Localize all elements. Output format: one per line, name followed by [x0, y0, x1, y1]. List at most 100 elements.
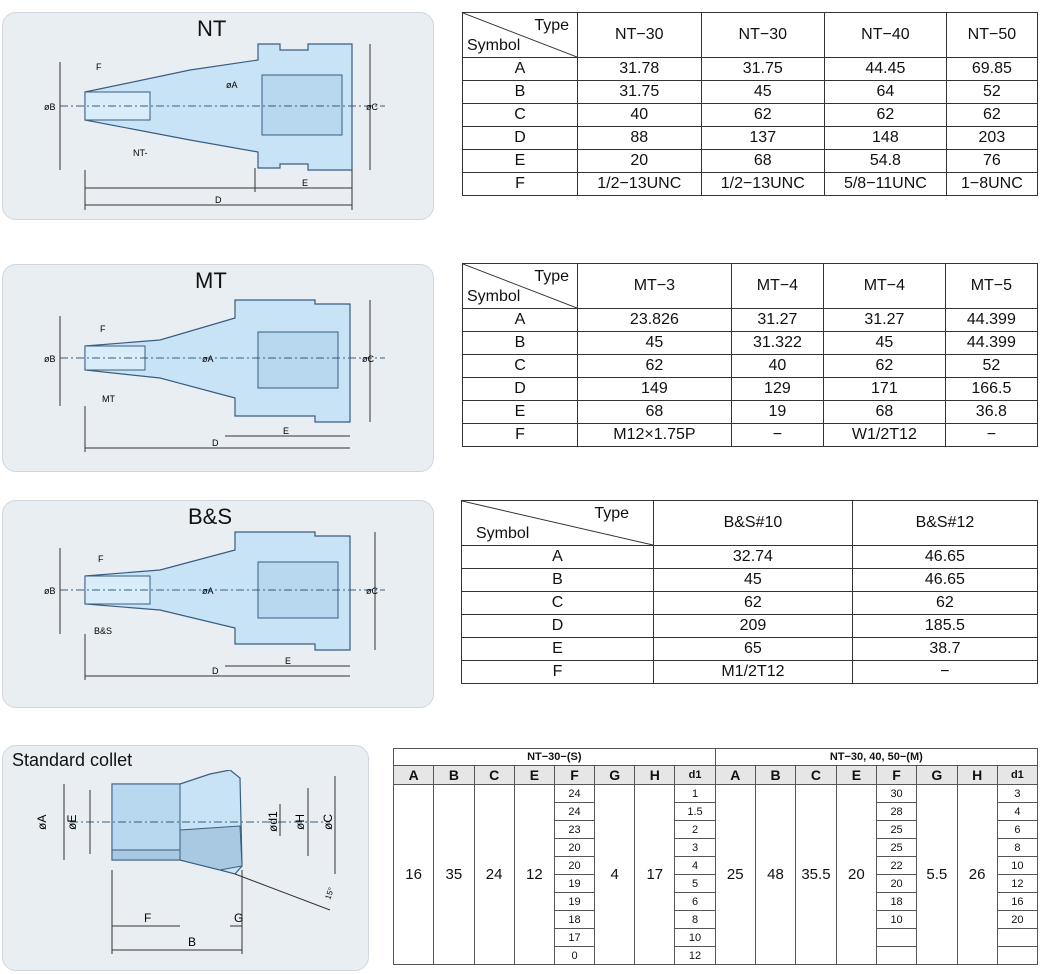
nt-type-label: Type — [534, 17, 569, 34]
row-symbol: E — [462, 149, 578, 173]
collet-m-f: 25 — [876, 838, 918, 857]
collet-m-f: 28 — [876, 802, 918, 821]
collet-s-f: 24 — [553, 784, 596, 803]
collet-m-d1: 20 — [996, 910, 1039, 929]
collet-s-d1: 4 — [674, 856, 716, 875]
bs-label-d: D — [212, 666, 219, 676]
cell: 45 — [700, 80, 825, 104]
collet-m-h: 26 — [956, 784, 998, 965]
collet-title: Standard collet — [12, 750, 133, 770]
nt-col-header: NT−40 — [824, 12, 947, 58]
mt-col-header: MT−4 — [823, 263, 946, 309]
cell: − — [730, 423, 825, 447]
row-symbol: B — [461, 568, 654, 592]
collet-m-a: 25 — [714, 784, 756, 965]
cell: 44.45 — [824, 57, 947, 81]
collet-s-f: 17 — [553, 928, 596, 947]
collet-label-g: G — [234, 911, 243, 925]
collet-s-d1: 5 — [674, 874, 716, 893]
collet-col-header: G — [916, 765, 958, 785]
mt-title: MT — [195, 268, 227, 293]
bs-table-corner: Type Symbol — [461, 500, 654, 546]
collet-s-d1: 2 — [674, 820, 716, 839]
collet-col-header: B — [754, 765, 797, 785]
cell: 40 — [730, 354, 825, 378]
collet-s-d1: 8 — [674, 910, 716, 929]
nt-label-b: øB — [44, 102, 56, 112]
cell: M12×1.75P — [577, 423, 732, 447]
mt-label-c: øC — [362, 354, 374, 364]
collet-label-f: F — [144, 911, 151, 925]
cell: 40 — [577, 103, 702, 127]
cell: 31.75 — [700, 57, 825, 81]
cell: 45 — [653, 568, 853, 592]
collet-label-h: øH — [293, 814, 307, 830]
mt-corner-diagonal — [463, 264, 577, 308]
cell: 62 — [824, 103, 947, 127]
cell: 166.5 — [944, 377, 1039, 401]
row-symbol: B — [462, 331, 578, 355]
nt-label-d: D — [215, 195, 222, 205]
row-symbol: F — [462, 423, 578, 447]
bs-label-f: F — [98, 554, 104, 564]
collet-m-d1: 12 — [996, 874, 1039, 893]
cell: − — [851, 660, 1039, 684]
cell: 65 — [653, 637, 853, 661]
bs-label-c: øC — [366, 586, 378, 596]
bs-label-a: øA — [202, 586, 214, 596]
nt-title: NT — [197, 16, 227, 41]
collet-col-header: H — [956, 765, 998, 785]
cell: W1/2T12 — [823, 423, 946, 447]
nt-label-a: øA — [226, 80, 238, 90]
cell: 68 — [700, 149, 825, 173]
mt-label-a: øA — [202, 354, 214, 364]
cell: 31.78 — [577, 57, 702, 81]
row-symbol: D — [462, 377, 578, 401]
bs-title: B&S — [188, 504, 233, 529]
collet-m-f: 10 — [876, 910, 918, 929]
cell: 69.85 — [945, 57, 1039, 81]
cell: 209 — [653, 614, 853, 638]
row-symbol: C — [461, 591, 654, 615]
collet-col-header: E — [513, 765, 556, 785]
collet-s-d1: 1 — [674, 784, 716, 803]
mt-symbol-label: Symbol — [467, 288, 521, 305]
cell: 31.322 — [730, 331, 825, 355]
nt-col-header: NT−30 — [700, 12, 825, 58]
collet-m-b: 48 — [754, 784, 797, 965]
mt-label-f: F — [100, 324, 106, 334]
cell: 54.8 — [824, 149, 947, 173]
collet-s-d1: 6 — [674, 892, 716, 911]
mt-label-mt: MT — [102, 394, 115, 404]
collet-m-d1: 8 — [996, 838, 1039, 857]
mt-col-header: MT−4 — [730, 263, 825, 309]
collet-col-header: F — [553, 765, 596, 785]
cell: 44.399 — [944, 308, 1039, 332]
collet-m-f: 20 — [876, 874, 918, 893]
collet-col-header: A — [714, 765, 756, 785]
bs-symbol-label: Symbol — [476, 525, 530, 542]
row-symbol: D — [462, 126, 578, 150]
nt-symbol-label: Symbol — [467, 37, 521, 54]
collet-m-c: 35.5 — [795, 784, 837, 965]
collet-label-b: B — [188, 935, 196, 949]
row-symbol: E — [461, 637, 654, 661]
cell: 45 — [577, 331, 732, 355]
bs-col-header: B&S#12 — [851, 500, 1039, 546]
collet-s-f: 0 — [553, 946, 596, 965]
collet-m-d1 — [996, 928, 1039, 947]
row-symbol: F — [462, 172, 578, 196]
mt-label-b: øB — [44, 354, 56, 364]
collet-m-f: 22 — [876, 856, 918, 875]
nt-label-nt: NT- — [133, 148, 148, 158]
collet-s-f: 20 — [553, 838, 596, 857]
bs-drawing-panel — [2, 500, 434, 708]
